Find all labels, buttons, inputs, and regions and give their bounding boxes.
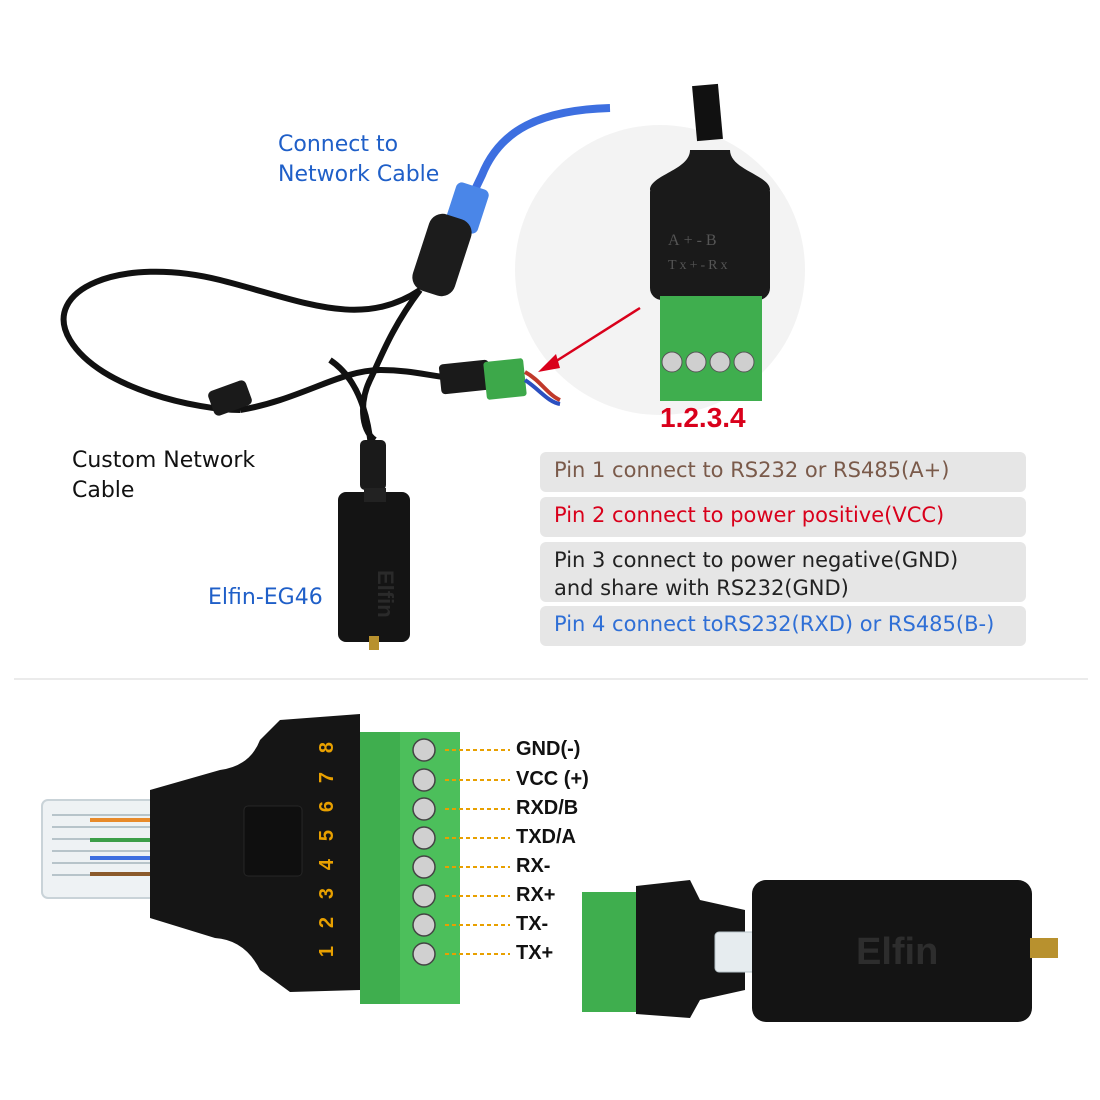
bottom-illustration: Elfin (41, 714, 1058, 1022)
pinout-rx-plus: RX+ (516, 884, 556, 906)
digit-1: 1 (316, 945, 339, 958)
rj45-cable-end (360, 440, 386, 490)
top-illustration: Elfin (14, 83, 1088, 680)
section-divider (14, 678, 1088, 680)
pin2-description: Pin 2 connect to power positive(VCC) (540, 497, 1026, 537)
pin4-description: Pin 4 connect toRS232(RXD) or RS485(B-) (540, 606, 1026, 646)
pin-numbers-label: 1.2.3.4 (660, 402, 746, 433)
digit-8: 8 (316, 741, 339, 754)
adapter-plug-zoom (650, 180, 770, 300)
small-terminal (582, 892, 638, 1012)
plug-marks-row1: A+-B (668, 232, 721, 249)
small-green-terminal (483, 358, 527, 400)
elfin-eg46-device (338, 492, 410, 642)
svg-text:Elfin: Elfin (373, 570, 398, 618)
digit-6: 6 (316, 800, 339, 813)
pin1-description: Pin 1 connect to RS232 or RS485(A+) (540, 452, 1026, 492)
red-arrow-head (538, 354, 560, 372)
device-logo: Elfin (856, 931, 938, 973)
digit-2: 2 (316, 916, 339, 929)
plug-marks-row2: Tx+-Rx (668, 258, 731, 273)
custom-network-label: Custom Network Cable (72, 448, 256, 503)
pinout-rx-minus: RX- (516, 855, 551, 877)
green-terminal-zoom (660, 296, 762, 401)
device-label: Elfin-EG46 (208, 585, 323, 610)
pinout-vcc: VCC (+) (516, 768, 589, 790)
connect-network-label: Connect to Network Cable (278, 132, 440, 187)
pinout-rxd: RXD/B (516, 797, 579, 819)
elfin-device-bottom (752, 880, 1032, 1022)
black-coupler (412, 213, 472, 297)
pin3-description: Pin 3 connect to power negative(GND) and… (540, 542, 1026, 602)
digit-7: 7 (316, 771, 339, 784)
digit-5: 5 (316, 829, 339, 842)
digit-4: 4 (316, 858, 339, 871)
blue-network-cable (466, 104, 611, 202)
antenna-sma (1030, 938, 1058, 958)
pinout-tx-plus: TX+ (516, 942, 554, 964)
pinout-txd: TXD/A (516, 826, 576, 848)
pinout-tx-minus: TX- (516, 913, 549, 935)
digit-3: 3 (316, 887, 339, 900)
antenna-connector (369, 636, 379, 650)
pinout-gnd: GND(-) (516, 738, 581, 760)
